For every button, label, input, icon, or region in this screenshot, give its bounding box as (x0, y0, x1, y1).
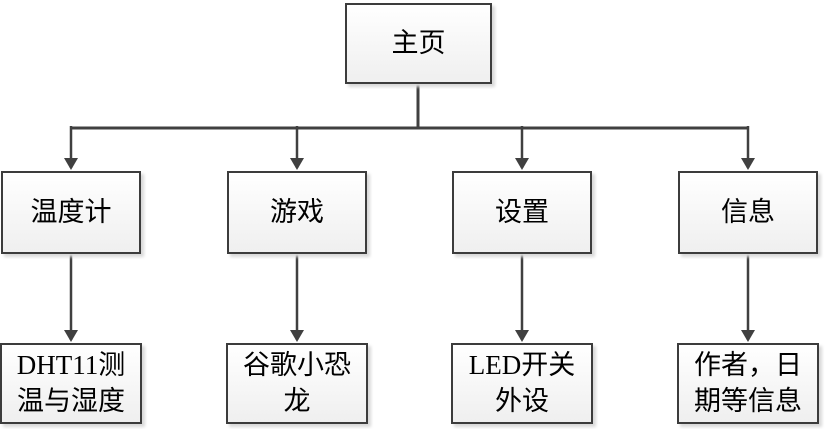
node-thermometer: 温度计 (1, 171, 141, 254)
node-google-dino: 谷歌小恐龙 (226, 343, 368, 424)
node-author-date: 作者，日期等信息 (677, 343, 819, 424)
node-info: 信息 (678, 171, 818, 254)
node-dht11-humidity: DHT11测温与湿度 (0, 343, 142, 424)
node-home: 主页 (345, 3, 492, 84)
node-led-switch: LED开关外设 (451, 343, 593, 424)
node-game: 游戏 (227, 171, 367, 254)
node-settings: 设置 (452, 171, 592, 254)
